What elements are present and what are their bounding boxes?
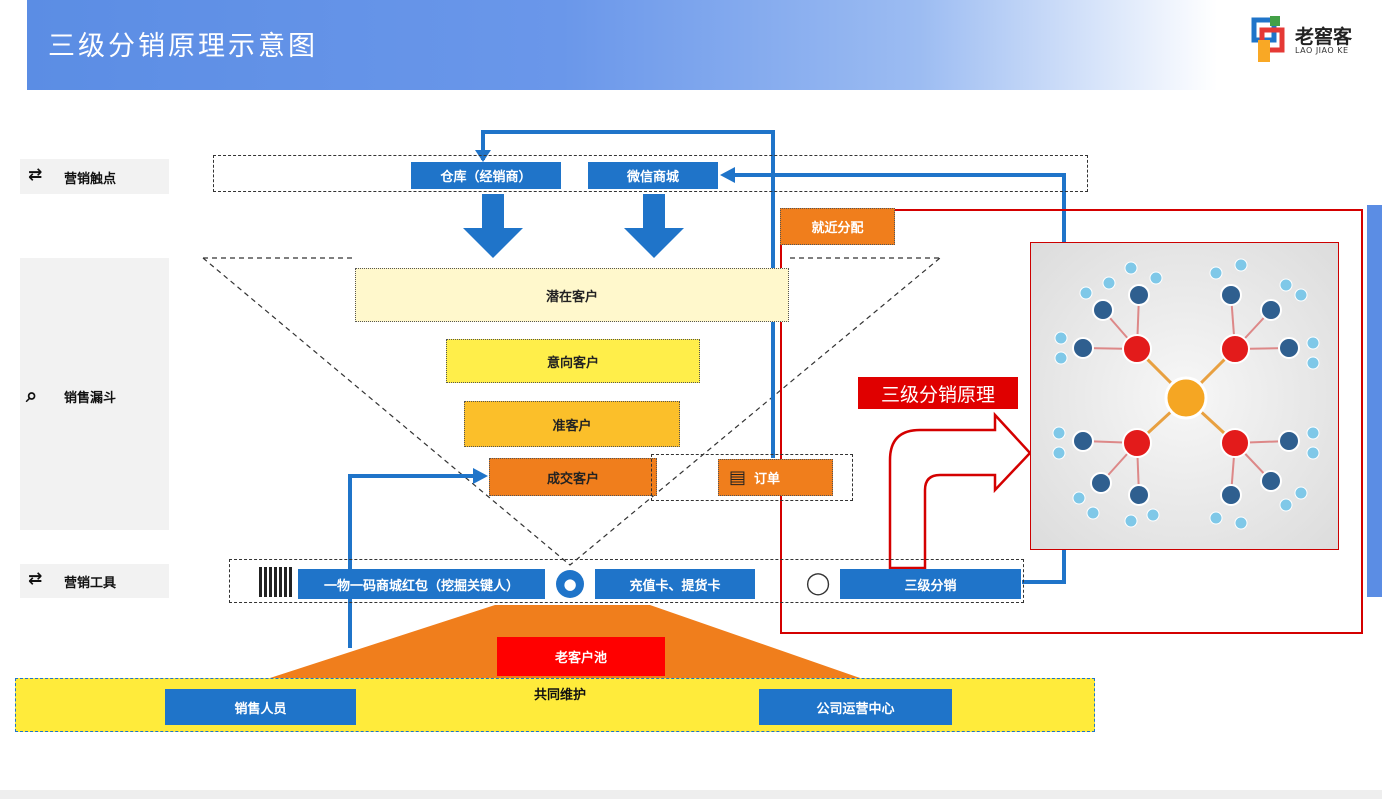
funnel-quasi: 准客户 [464,401,680,447]
document-icon: ▤ [729,467,747,488]
page-title: 三级分销原理示意图 [48,31,318,62]
sidebar-touchpoint-label: 营销触点 [64,172,117,187]
sidebar-funnel: ⌕ 销售漏斗 [20,258,169,530]
sales-staff-box: 销售人员 [165,689,356,725]
funnel-deal: 成交客户 [489,458,657,496]
code-redpacket-box: 一物一码商城红包（挖掘关键人） [298,569,545,599]
order-label: 订单 [754,472,781,487]
three-level-box: 三级分销 [840,569,1021,599]
order-frame [651,454,853,501]
funnel-intent: 意向客户 [446,339,700,383]
loop-icon: ⇄ [28,165,43,185]
nearby-dispatch-box: 就近分配 [780,208,895,245]
wechat-mall-box: 微信商城 [588,162,718,189]
order-box: ▤ 订单 [718,459,833,496]
sidebar-touchpoint: ⇄ 营销触点 [20,159,169,194]
recharge-card-box: 充值卡、提货卡 [595,569,755,599]
touchpoint-row [213,155,1088,192]
sidebar-tools: ⇄ 营销工具 [20,564,169,598]
co-maintain-label: 共同维护 [533,688,586,703]
funnel-potential: 潜在客户 [355,268,789,322]
user-icon: ● [556,570,584,598]
distribution-network-image [1030,242,1339,550]
footer-strip [0,790,1382,799]
loop-icon: ⇄ [28,569,43,589]
network-graphic [1052,258,1320,530]
tools-row [229,559,1024,603]
sidebar-funnel-label: 销售漏斗 [64,391,117,406]
header-banner [27,0,1217,90]
old-customer-pool: 老客户池 [497,637,665,676]
chat-bubble-icon: ◯ [805,570,831,596]
qr-code-icon [259,567,293,597]
sidebar-tools-label: 营销工具 [64,576,117,591]
search-icon: ⌕ [26,383,38,407]
warehouse-box: 仓库（经销商） [411,162,561,189]
logo-text: 老窖客 [1295,26,1353,48]
logo-subtitle: LAO JIAO KE [1295,46,1349,55]
callout-label: 三级分销原理 [858,377,1018,409]
ops-center-box: 公司运营中心 [759,689,952,725]
